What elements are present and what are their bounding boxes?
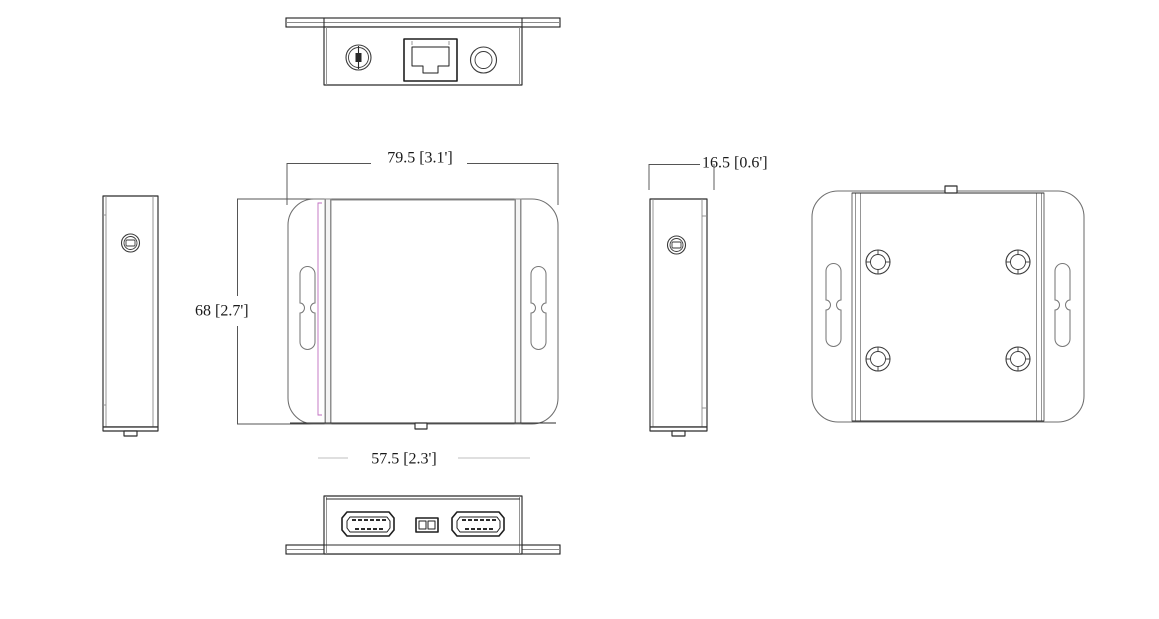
rj45-ethernet-port-icon <box>403 38 458 82</box>
rear-top-tab <box>944 185 958 194</box>
left-side-base <box>102 426 159 432</box>
front-view <box>287 198 559 430</box>
dimension-label-depth: 16.5 [0.6'] <box>702 155 768 172</box>
hdmi-port-left-icon <box>341 511 395 537</box>
left-side-view <box>102 195 159 437</box>
rear-view <box>811 185 1085 423</box>
hdmi-pins-right <box>462 519 496 530</box>
top-view <box>285 17 561 86</box>
left-side-body <box>102 195 159 428</box>
dc-power-jack-icon <box>469 46 498 74</box>
right-side-foot-tab <box>671 430 686 437</box>
side-screw-icon-left <box>120 233 141 253</box>
dimension-label-width: 79.5 [3.1'] <box>387 150 453 167</box>
rear-mounting-slot-left <box>825 263 842 347</box>
screw-hole-bottom-left <box>865 346 891 372</box>
mounting-slot-right <box>530 266 547 350</box>
dimension-depth-16-5: 16.5 [0.6'] <box>648 155 768 190</box>
panel-seam-left <box>324 198 332 425</box>
screw-hole-top-right <box>1005 249 1031 275</box>
left-side-foot-tab <box>123 430 138 437</box>
front-bottom-tab <box>414 422 428 430</box>
dimension-label-body-width: 57.5 [2.3'] <box>371 451 437 468</box>
led-indicator-icon <box>345 44 372 71</box>
mounting-slot-left <box>299 266 316 350</box>
terminal-block-icon <box>415 517 439 533</box>
dimension-label-height: 68 [2.7'] <box>195 303 249 320</box>
panel-seam-right <box>514 198 522 425</box>
right-side-base <box>649 426 708 432</box>
bottom-view <box>285 495 561 555</box>
construction-accent-line <box>317 202 322 416</box>
dimension-width-79-5: 79.5 [3.1'] <box>286 150 559 205</box>
right-side-body <box>649 198 708 428</box>
hdmi-port-right-icon <box>451 511 505 537</box>
side-screw-icon-right <box>666 235 687 255</box>
rear-mounting-slot-right <box>1054 263 1071 347</box>
dimension-body-width-57-5: 57.5 [2.3'] <box>318 451 530 468</box>
right-side-view <box>649 198 708 437</box>
rear-back-plate <box>851 192 1045 422</box>
screw-hole-top-left <box>865 249 891 275</box>
hdmi-pins-left <box>352 519 386 530</box>
screw-hole-bottom-right <box>1005 346 1031 372</box>
